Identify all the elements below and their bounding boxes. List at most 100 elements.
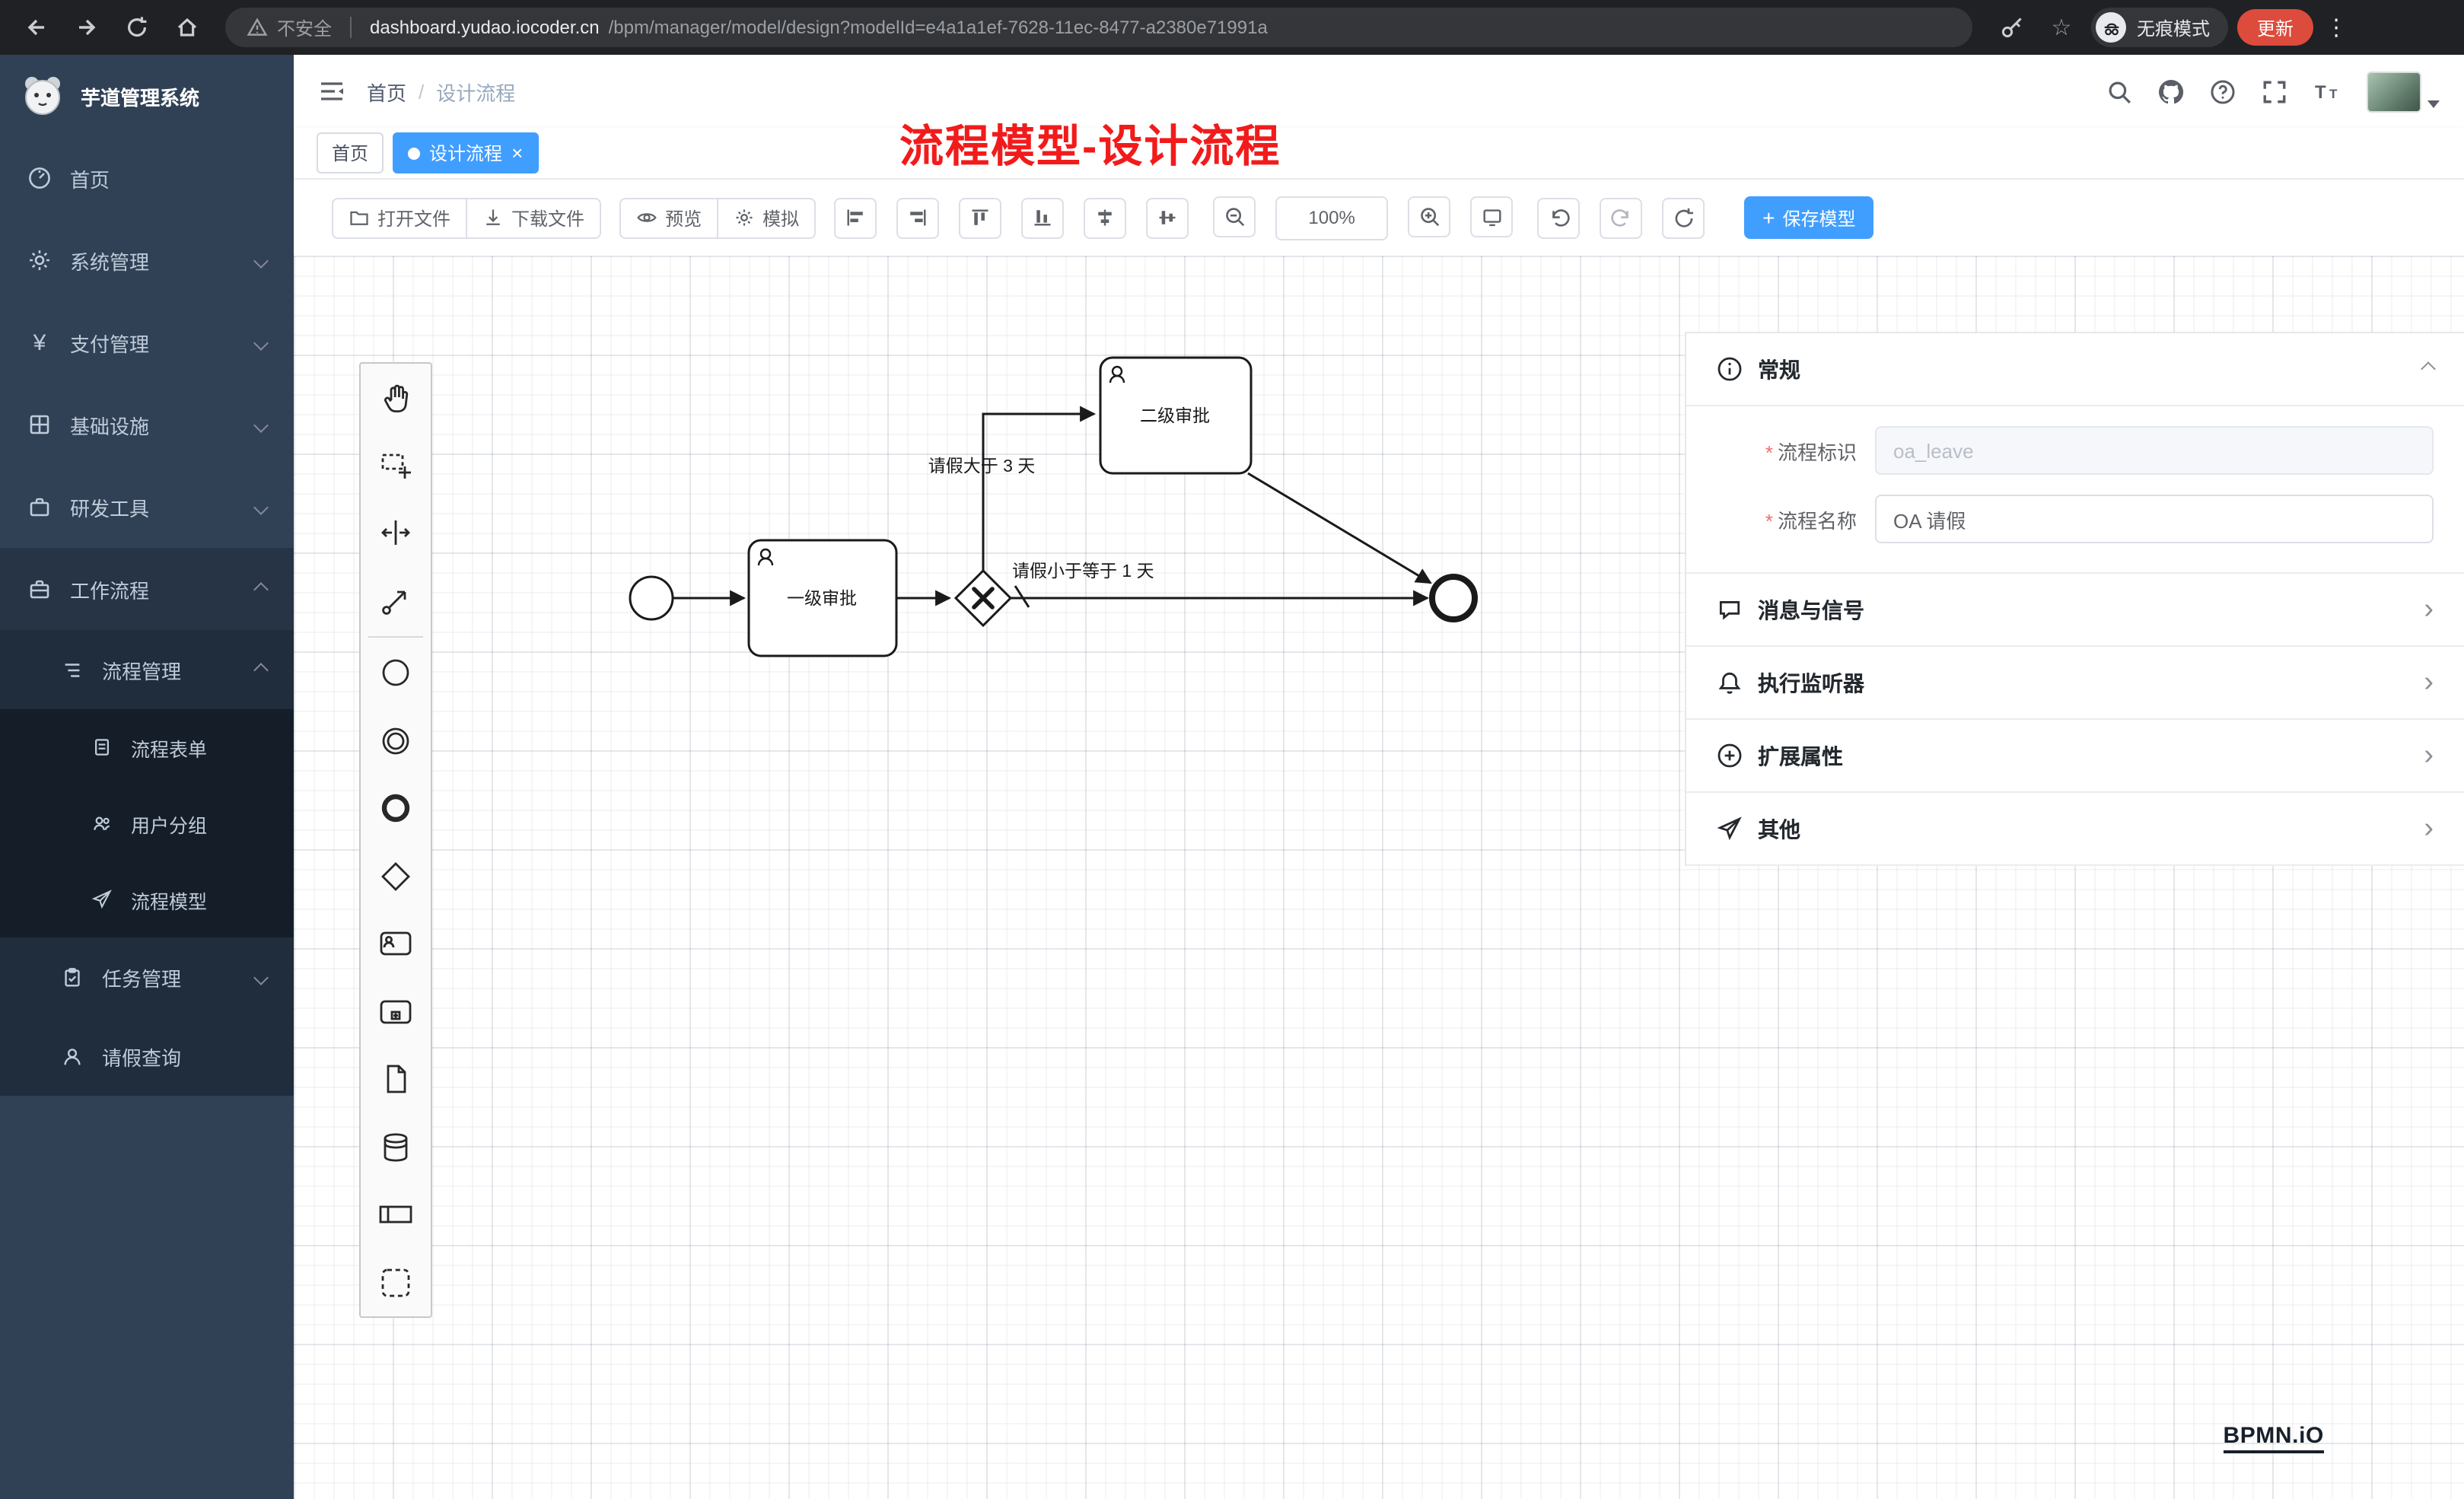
align-center-horizontal-button[interactable]	[1084, 197, 1127, 238]
props-section-other[interactable]: 其他 ›	[1686, 793, 2464, 866]
search-icon[interactable]	[2106, 78, 2132, 104]
sidebar-item-home[interactable]: 首页	[0, 137, 294, 219]
sidebar-item-process-management[interactable]: 流程管理	[0, 630, 294, 709]
default-flow-marker	[1014, 585, 1030, 608]
password-key-icon[interactable]	[1991, 7, 2032, 48]
process-name-input[interactable]	[1875, 495, 2434, 543]
zoom-out-button[interactable]	[1213, 196, 1256, 237]
caret-down-icon	[2427, 100, 2440, 107]
sidebar-item-devtools[interactable]: 研发工具	[0, 466, 294, 548]
sidebar-collapse-icon[interactable]	[318, 79, 345, 103]
palette-lasso-tool[interactable]	[361, 431, 431, 499]
sequence-flow-gateway-to-end[interactable]: 请假小于等于 1 天	[1011, 561, 1430, 608]
bpmn-end-event[interactable]	[1429, 574, 1478, 622]
space-tool-icon	[381, 520, 410, 546]
svg-text:T: T	[2315, 82, 2326, 103]
zoom-in-button[interactable]	[1408, 196, 1451, 237]
palette-create-gateway[interactable]	[361, 842, 431, 910]
sidebar-item-leave-query[interactable]: 请假查询	[0, 1017, 294, 1096]
sidebar-item-process-form[interactable]: 流程表单	[0, 709, 294, 785]
palette-create-data-store[interactable]	[361, 1113, 431, 1181]
sidebar-item-task-management[interactable]: 任务管理	[0, 937, 294, 1017]
download-file-button[interactable]: 下载文件	[467, 197, 602, 238]
tab-home[interactable]: 首页	[317, 132, 384, 173]
tab-label: 首页	[332, 143, 369, 164]
align-bottom-button[interactable]	[1021, 197, 1065, 238]
document-icon	[387, 1065, 406, 1093]
undo-icon	[1552, 208, 1569, 226]
undo-button[interactable]	[1537, 197, 1581, 238]
user-avatar-menu[interactable]	[2367, 71, 2440, 112]
align-right-button[interactable]	[896, 197, 940, 238]
process-key-input[interactable]	[1875, 426, 2434, 475]
browser-menu-icon[interactable]: ⋮	[2322, 14, 2350, 41]
fullscreen-icon[interactable]	[2262, 78, 2287, 104]
browser-reload-button[interactable]	[116, 7, 157, 48]
palette-create-intermediate-event[interactable]	[361, 707, 431, 775]
bpmnio-logo[interactable]: BPMN.iO	[2223, 1423, 2324, 1453]
zoom-reset-button[interactable]	[1470, 196, 1514, 237]
props-section-general[interactable]: 常规	[1686, 333, 2464, 406]
address-divider	[350, 17, 352, 38]
palette-create-user-task[interactable]	[361, 910, 431, 978]
palette-create-group[interactable]	[361, 1249, 431, 1316]
help-icon[interactable]	[2210, 78, 2236, 104]
github-icon[interactable]	[2158, 78, 2184, 104]
bpmn-exclusive-gateway[interactable]	[953, 568, 1013, 628]
palette-hand-tool[interactable]	[361, 364, 431, 431]
briefcase-icon	[30, 498, 49, 517]
simulate-button[interactable]: 模拟	[718, 197, 817, 238]
props-section-execution-listener[interactable]: 执行监听器 ›	[1686, 647, 2464, 720]
bookmark-star-icon[interactable]: ☆	[2041, 7, 2082, 48]
sidebar-item-label: 流程模型	[131, 891, 208, 912]
address-bar[interactable]: 不安全 dashboard.yudao.iocoder.cn/bpm/manag…	[225, 8, 1972, 47]
palette-create-start-event[interactable]	[361, 639, 431, 707]
palette-create-participant[interactable]	[361, 1181, 431, 1249]
align-center-horizontal-icon	[1098, 209, 1112, 226]
avatar[interactable]	[2367, 71, 2421, 112]
align-left-button[interactable]	[834, 197, 877, 238]
restart-button[interactable]	[1662, 197, 1705, 238]
props-section-extended-attributes[interactable]: 扩展属性 ›	[1686, 720, 2464, 793]
palette-create-subprocess[interactable]	[361, 978, 431, 1045]
sidebar-item-user-groups[interactable]: 用户分组	[0, 785, 294, 861]
sidebar-item-infrastructure[interactable]: 基础设施	[0, 384, 294, 466]
circle-icon	[382, 660, 409, 686]
browser-forward-button[interactable]	[65, 7, 107, 48]
incognito-badge[interactable]: 无痕模式	[2091, 8, 2229, 47]
sidebar-item-workflow[interactable]: 工作流程	[0, 548, 294, 630]
align-center-vertical-button[interactable]	[1146, 197, 1189, 238]
props-section-message-signal[interactable]: 消息与信号 ›	[1686, 574, 2464, 647]
breadcrumb-home[interactable]: 首页	[367, 81, 407, 104]
bpmn-start-event[interactable]	[629, 575, 674, 621]
sequence-flow-gateway-to-second[interactable]: 请假大于 3 天	[928, 406, 1097, 571]
sidebar-item-payment[interactable]: ¥ 支付管理	[0, 301, 294, 384]
palette-global-connect-tool[interactable]	[361, 567, 431, 635]
sequence-flow-second-to-end[interactable]	[1247, 472, 1432, 584]
align-top-button[interactable]	[959, 197, 1002, 238]
breadcrumb-separator: /	[419, 80, 425, 103]
sidebar-item-system[interactable]: 系统管理	[0, 219, 294, 301]
condition-label: 请假大于 3 天	[928, 456, 1036, 476]
incognito-label: 无痕模式	[2137, 18, 2211, 39]
save-model-button[interactable]: + 保存模型	[1744, 196, 1874, 239]
palette-space-tool[interactable]	[361, 499, 431, 567]
bpmn-canvas[interactable]: 请假大于 3 天 请假小于等于 1 天	[294, 256, 2464, 1499]
palette-create-data-object[interactable]	[361, 1045, 431, 1113]
tab-design-process[interactable]: 设计流程 ×	[393, 132, 539, 173]
app-title: 芋道管理系统	[81, 86, 200, 109]
bpmn-user-task-first[interactable]: 一级审批	[747, 539, 898, 657]
chrome-update-button[interactable]: 更新	[2237, 9, 2314, 46]
close-icon[interactable]: ×	[511, 142, 524, 164]
redo-button[interactable]	[1600, 197, 1643, 238]
bpmn-user-task-second[interactable]: 二级审批	[1099, 356, 1253, 475]
button-label: 保存模型	[1782, 208, 1856, 229]
preview-button[interactable]: 预览	[619, 197, 719, 238]
browser-home-button[interactable]	[166, 7, 207, 48]
open-file-button[interactable]: 打开文件	[332, 197, 468, 238]
sidebar-item-process-model[interactable]: 流程模型	[0, 861, 294, 937]
palette-create-end-event[interactable]	[361, 775, 431, 842]
browser-back-button[interactable]	[15, 7, 56, 48]
sidebar-item-label: 支付管理	[70, 333, 150, 355]
